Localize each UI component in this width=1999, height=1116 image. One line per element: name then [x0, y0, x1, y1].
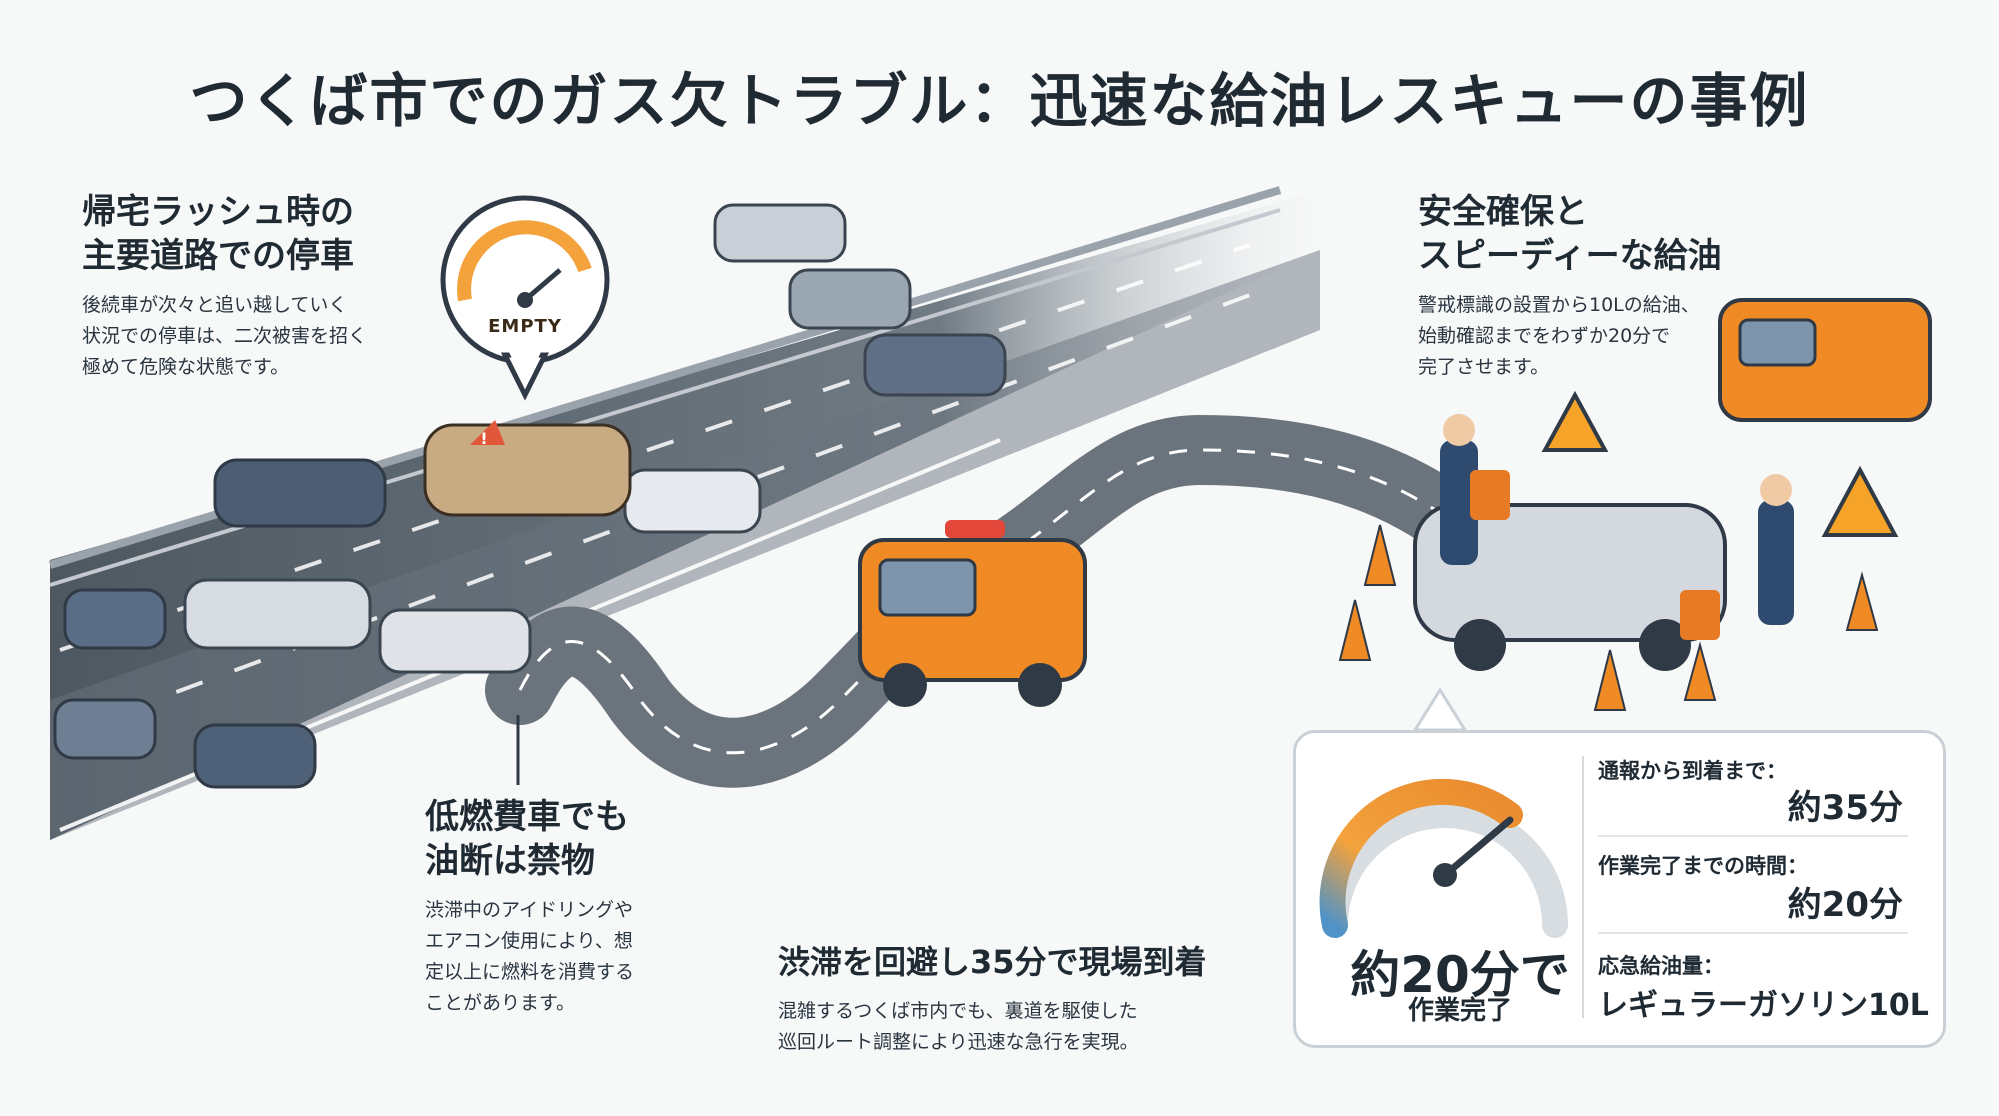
- empty-gauge-balloon: [440, 195, 610, 401]
- stats-card: [1293, 730, 1946, 1048]
- svg-text:!: !: [480, 429, 487, 448]
- gauge-sub-text: 作業完了: [1407, 996, 1512, 1026]
- section-rush-body: 後続車が次々と追い越していく 状況での停車は、二次被害を招く 極めて危険な状態で…: [82, 294, 368, 378]
- card-pointer: [1412, 687, 1468, 732]
- stat-separator: [1598, 835, 1908, 837]
- stat-separator: [1598, 932, 1908, 934]
- section-fuel-heading: 低燃費車でも 油断は禁物: [425, 797, 629, 881]
- section-fuel-body: 渋滞中のアイドリングや エアコン使用により、想 定以上に燃料を消費する ことがあ…: [425, 899, 635, 1014]
- stat-label-fuel-amount: 応急給油量：: [1598, 954, 1724, 978]
- section-safety: 安全確保と スピーディーな給油 警戒標識の設置から10Lの給油、 始動確認までを…: [1418, 190, 1798, 383]
- page-title: つくば市でのガス欠トラブル：迅速な給油レスキューの事例: [189, 67, 1810, 135]
- rescue-scene: [1338, 298, 1932, 711]
- timer-gauge-icon: [1319, 778, 1568, 938]
- gauge-main-text: 約20分で: [1350, 946, 1570, 1004]
- section-rush: 帰宅ラッシュ時の 主要道路での停車 後続車が次々と追い越していく 状況での停車は…: [82, 190, 442, 383]
- section-safety-heading: 安全確保と スピーディーな給油: [1418, 192, 1722, 276]
- section-fuel: 低燃費車でも 油断は禁物 渋滞中のアイドリングや エアコン使用により、想 定以上…: [425, 795, 725, 1019]
- section-route: 渋滞を回避し35分で現場到着 混雑するつくば市内でも、裏道を駆使した 巡回ルート…: [778, 940, 1248, 1058]
- stat-label-work-time: 作業完了までの時間：: [1598, 854, 1808, 878]
- section-route-body: 混雑するつくば市内でも、裏道を駆使した 巡回ルート調整により迅速な急行を実現。: [778, 1000, 1139, 1053]
- rescue-van: [858, 520, 1087, 707]
- section-safety-body: 警戒標識の設置から10Lの給油、 始動確認までをわずか20分で 完了させます。: [1418, 294, 1700, 378]
- section-rush-heading: 帰宅ラッシュ時の 主要道路での停車: [82, 192, 354, 276]
- traffic-cars: !: [53, 203, 1007, 789]
- stat-value-work-time: 約20分: [1787, 885, 1903, 925]
- stats-divider: [1582, 756, 1584, 1018]
- stat-value-fuel-amount: レギュラーガソリン10L: [1598, 988, 1929, 1023]
- section-route-heading: 渋滞を回避し35分で現場到着: [778, 943, 1207, 981]
- stat-label-arrival: 通報から到着まで：: [1598, 759, 1787, 783]
- stat-value-arrival: 約35分: [1787, 788, 1903, 828]
- empty-gauge-label: EMPTY: [488, 316, 562, 337]
